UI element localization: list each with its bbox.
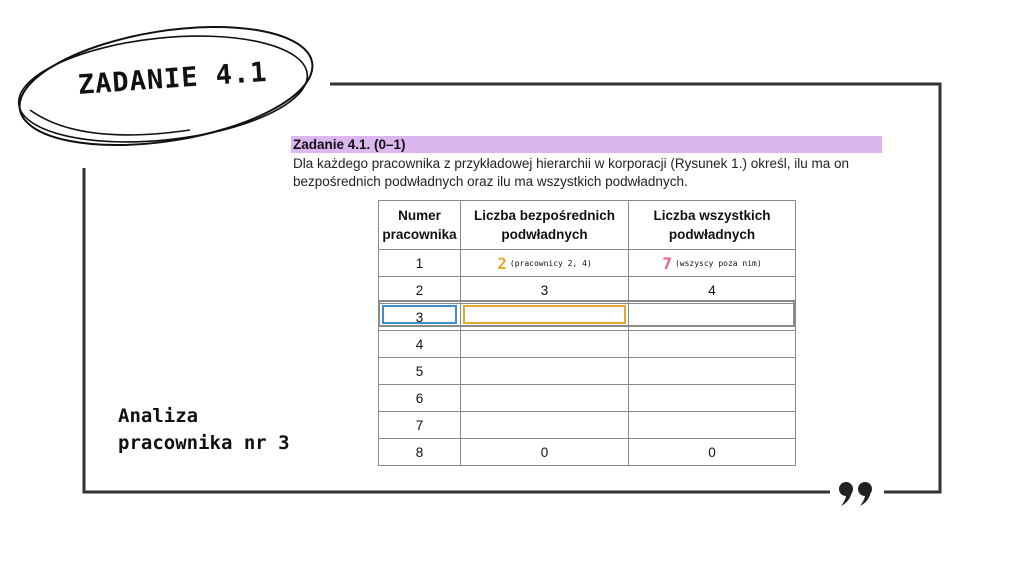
direct-count-cell[interactable] <box>460 357 629 385</box>
quote-icon <box>839 482 872 506</box>
direct-count-cell[interactable] <box>460 330 629 358</box>
all-count-cell[interactable]: 4 <box>628 276 796 304</box>
header-all-subordinates: Liczba wszystkich podwładnych <box>628 200 796 250</box>
task-title: Zadanie 4.1. (0–1) <box>293 137 406 152</box>
handwritten-all-note: (wszyscy poza nim) <box>674 258 762 268</box>
handwritten-direct-note: (pracownicy 2, 4) <box>509 258 592 268</box>
all-count-cell[interactable]: 0 <box>628 438 796 466</box>
direct-count-cell[interactable]: 0 <box>460 438 629 466</box>
header-direct-subordinates: Liczba bezpośrednich podwładnych <box>460 200 629 250</box>
subordinates-table: Numer pracownika Liczba bezpośrednich po… <box>378 200 796 466</box>
table-row: 6 <box>378 384 796 412</box>
all-count-cell[interactable] <box>628 357 796 385</box>
all-count-cell[interactable] <box>628 411 796 439</box>
direct-count-cell[interactable] <box>460 384 629 412</box>
direct-count-cell[interactable] <box>460 411 629 439</box>
header-employee-number: Numer pracownika <box>378 200 461 250</box>
task-description: Dla każdego pracownika z przykładowej hi… <box>293 156 849 189</box>
all-count-cell[interactable] <box>628 330 796 358</box>
side-note-line: Analiza <box>118 405 199 427</box>
all-count-cell[interactable]: 7(wszyscy poza nim) <box>628 249 796 277</box>
header-line: podwładnych <box>668 227 756 242</box>
all-count-cell[interactable] <box>628 384 796 412</box>
employee-number-cell: 6 <box>378 384 461 412</box>
employee-number-highlight <box>382 305 457 324</box>
header-line: Liczba wszystkich <box>653 208 771 223</box>
table-row: 2 3 4 <box>378 276 796 304</box>
employee-number-cell: 8 <box>378 438 461 466</box>
side-note: Analiza pracownika nr 3 <box>118 403 290 457</box>
direct-count-highlight <box>463 305 626 324</box>
table-row: 1 2(pracownicy 2, 4) 7(wszyscy poza nim) <box>378 249 796 277</box>
employee-number-cell: 5 <box>378 357 461 385</box>
employee-number-cell: 4 <box>378 330 461 358</box>
table-row: 7 <box>378 411 796 439</box>
table-header-row: Numer pracownika Liczba bezpośrednich po… <box>378 200 796 250</box>
handwritten-direct-count: 2 <box>497 253 507 273</box>
employee-number-cell: 7 <box>378 411 461 439</box>
table-row: 5 <box>378 357 796 385</box>
header-line: Numer <box>398 208 441 223</box>
header-line: Liczba bezpośrednich <box>473 208 616 223</box>
task-title-highlight <box>291 136 882 153</box>
employee-number-cell: 1 <box>378 249 461 277</box>
table-row: 8 0 0 <box>378 438 796 466</box>
table-row: 4 <box>378 330 796 358</box>
direct-count-cell[interactable]: 2(pracownicy 2, 4) <box>460 249 629 277</box>
direct-count-cell[interactable]: 3 <box>460 276 629 304</box>
selected-row-highlight <box>378 300 795 327</box>
side-note-line: pracownika nr 3 <box>118 432 290 454</box>
header-line: pracownika <box>382 227 457 242</box>
header-line: podwładnych <box>501 227 588 242</box>
handwritten-all-count: 7 <box>662 253 672 273</box>
